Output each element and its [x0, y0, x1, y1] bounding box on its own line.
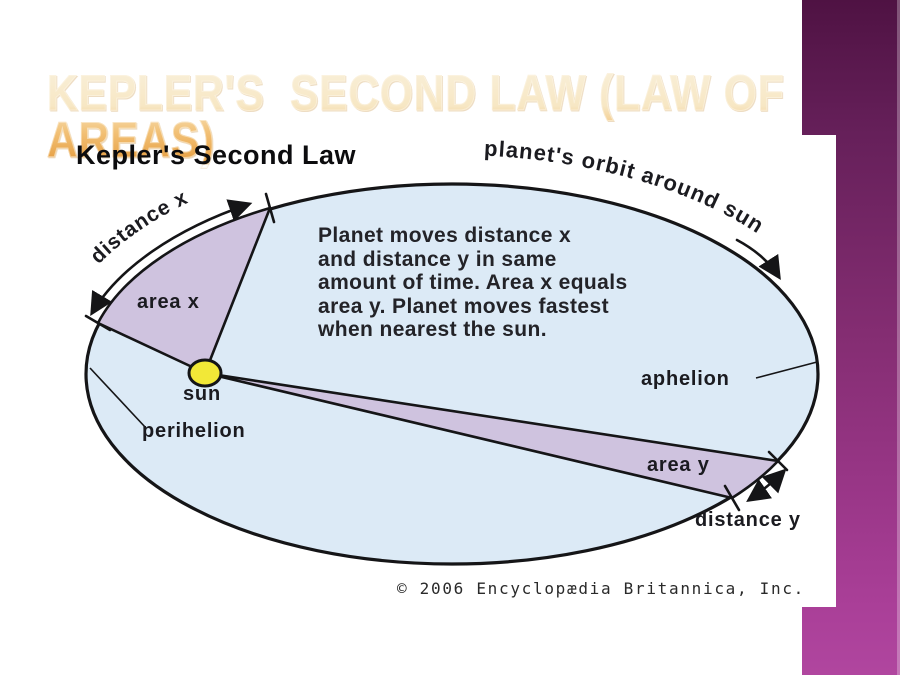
perihelion-label: perihelion: [142, 420, 246, 442]
area-x-label: area x: [137, 291, 200, 313]
tick-mark: [264, 192, 276, 224]
sun-marker: [187, 358, 223, 388]
distance-y-label: distance y: [695, 509, 801, 531]
tick-mark: [84, 314, 112, 332]
tick-mark: [723, 484, 741, 512]
figure-heading: Kepler's Second Law: [76, 140, 357, 170]
aphelion-label: aphelion: [641, 368, 730, 390]
theme-band-top-segment: [802, 0, 900, 135]
sun-label: sun: [183, 383, 221, 405]
copyright-credit: © 2006 Encyclopædia Britannica, Inc.: [397, 579, 805, 598]
tick-mark: [767, 450, 789, 472]
theme-band-bottom-segment: [802, 607, 900, 675]
distance-y-arrow: [746, 468, 787, 503]
orbit-direction-arrow: [735, 238, 781, 280]
slide-title: KEPLER'S SECOND LAW (LAW OF AREAS): [47, 64, 785, 168]
figure-description: Planet moves distance x and distance y i…: [318, 224, 628, 341]
aphelion-pointer-line: [755, 361, 818, 379]
distance-x-arrow: [90, 199, 253, 317]
perihelion-pointer-line: [89, 367, 147, 429]
area-y-label: area y: [647, 454, 710, 476]
theme-band-middle-segment: [836, 135, 900, 607]
